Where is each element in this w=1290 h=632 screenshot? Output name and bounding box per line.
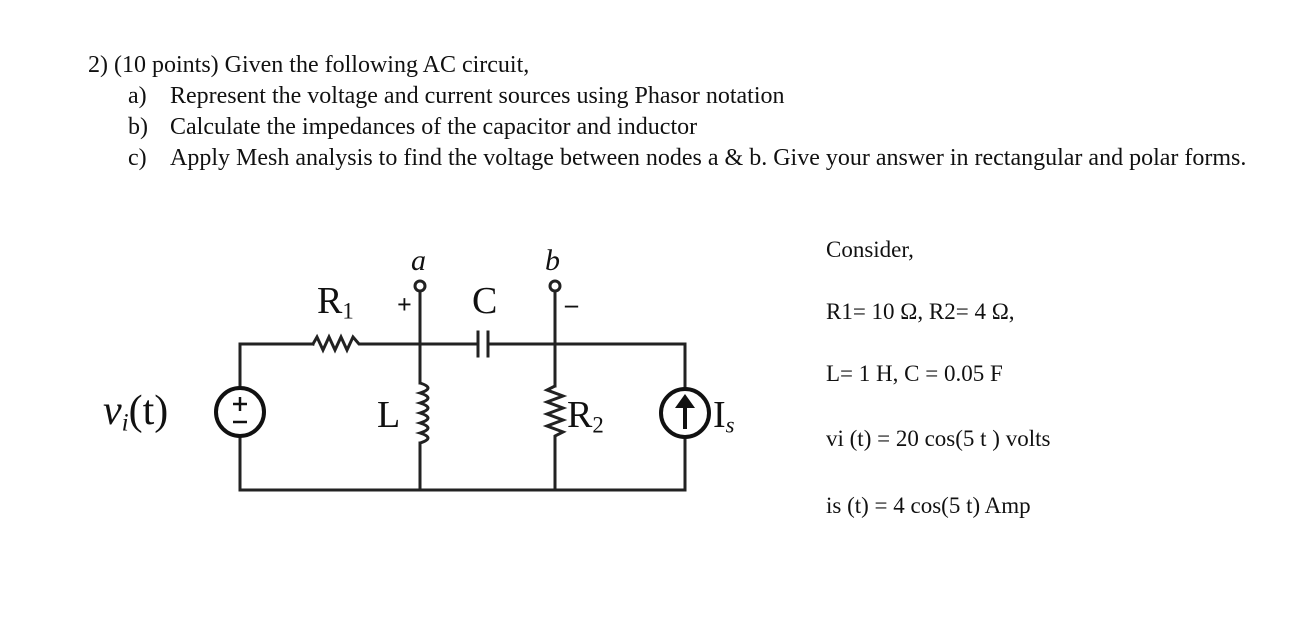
current-source-icon — [659, 387, 711, 439]
vi-equation: vi (t) = 20 cos(5 t ) volts — [826, 426, 1051, 451]
part-a-label: a) — [128, 83, 147, 109]
circuit-diagram: vi(t) R1 + a C b – L R2 Is — [95, 240, 775, 510]
problem-heading: 2) (10 points) Given the following AC ci… — [88, 52, 530, 78]
part-c-label: c) — [128, 145, 147, 171]
is-label: Is — [713, 394, 735, 438]
is-equation: is (t) = 4 cos(5 t) Amp — [826, 493, 1031, 518]
problem-statement: 2) (10 points) Given the following AC ci… — [88, 50, 1248, 174]
r2-label: R2 — [567, 394, 604, 438]
resistor-icon — [310, 333, 365, 354]
resistor-values: R1= 10 Ω, R2= 4 Ω, — [826, 299, 1015, 324]
part-a-text: Represent the voltage and current source… — [170, 83, 785, 109]
plus-sign: + — [397, 290, 412, 319]
voltage-source-icon — [214, 386, 266, 438]
lc-values: L= 1 H, C = 0.05 F — [826, 361, 1003, 386]
part-b: b) Calculate the impedances of the capac… — [88, 112, 1248, 143]
part-a: a) Represent the voltage and current sou… — [88, 81, 1248, 112]
vi-label: vi(t) — [103, 388, 169, 437]
node-a-terminal — [413, 279, 427, 293]
inductor-icon — [414, 381, 430, 445]
l-label: L — [377, 394, 401, 436]
r1-label: R1 — [317, 280, 354, 324]
c-label: C — [472, 280, 498, 322]
consider-label: Consider, — [826, 237, 914, 262]
part-c-text: Apply Mesh analysis to find the voltage … — [170, 145, 1247, 171]
node-a-label: a — [411, 244, 426, 277]
resistor-r2-icon — [542, 384, 568, 440]
node-b-terminal — [548, 279, 562, 293]
part-b-label: b) — [128, 114, 148, 140]
part-c: c) Apply Mesh analysis to find the volta… — [88, 143, 1248, 174]
problem-parts: a) Represent the voltage and current sou… — [88, 81, 1248, 174]
minus-sign: – — [565, 290, 578, 319]
part-b-text: Calculate the impedances of the capacito… — [170, 114, 698, 140]
circuit-schematic — [214, 279, 711, 492]
node-b-label: b — [545, 244, 560, 277]
